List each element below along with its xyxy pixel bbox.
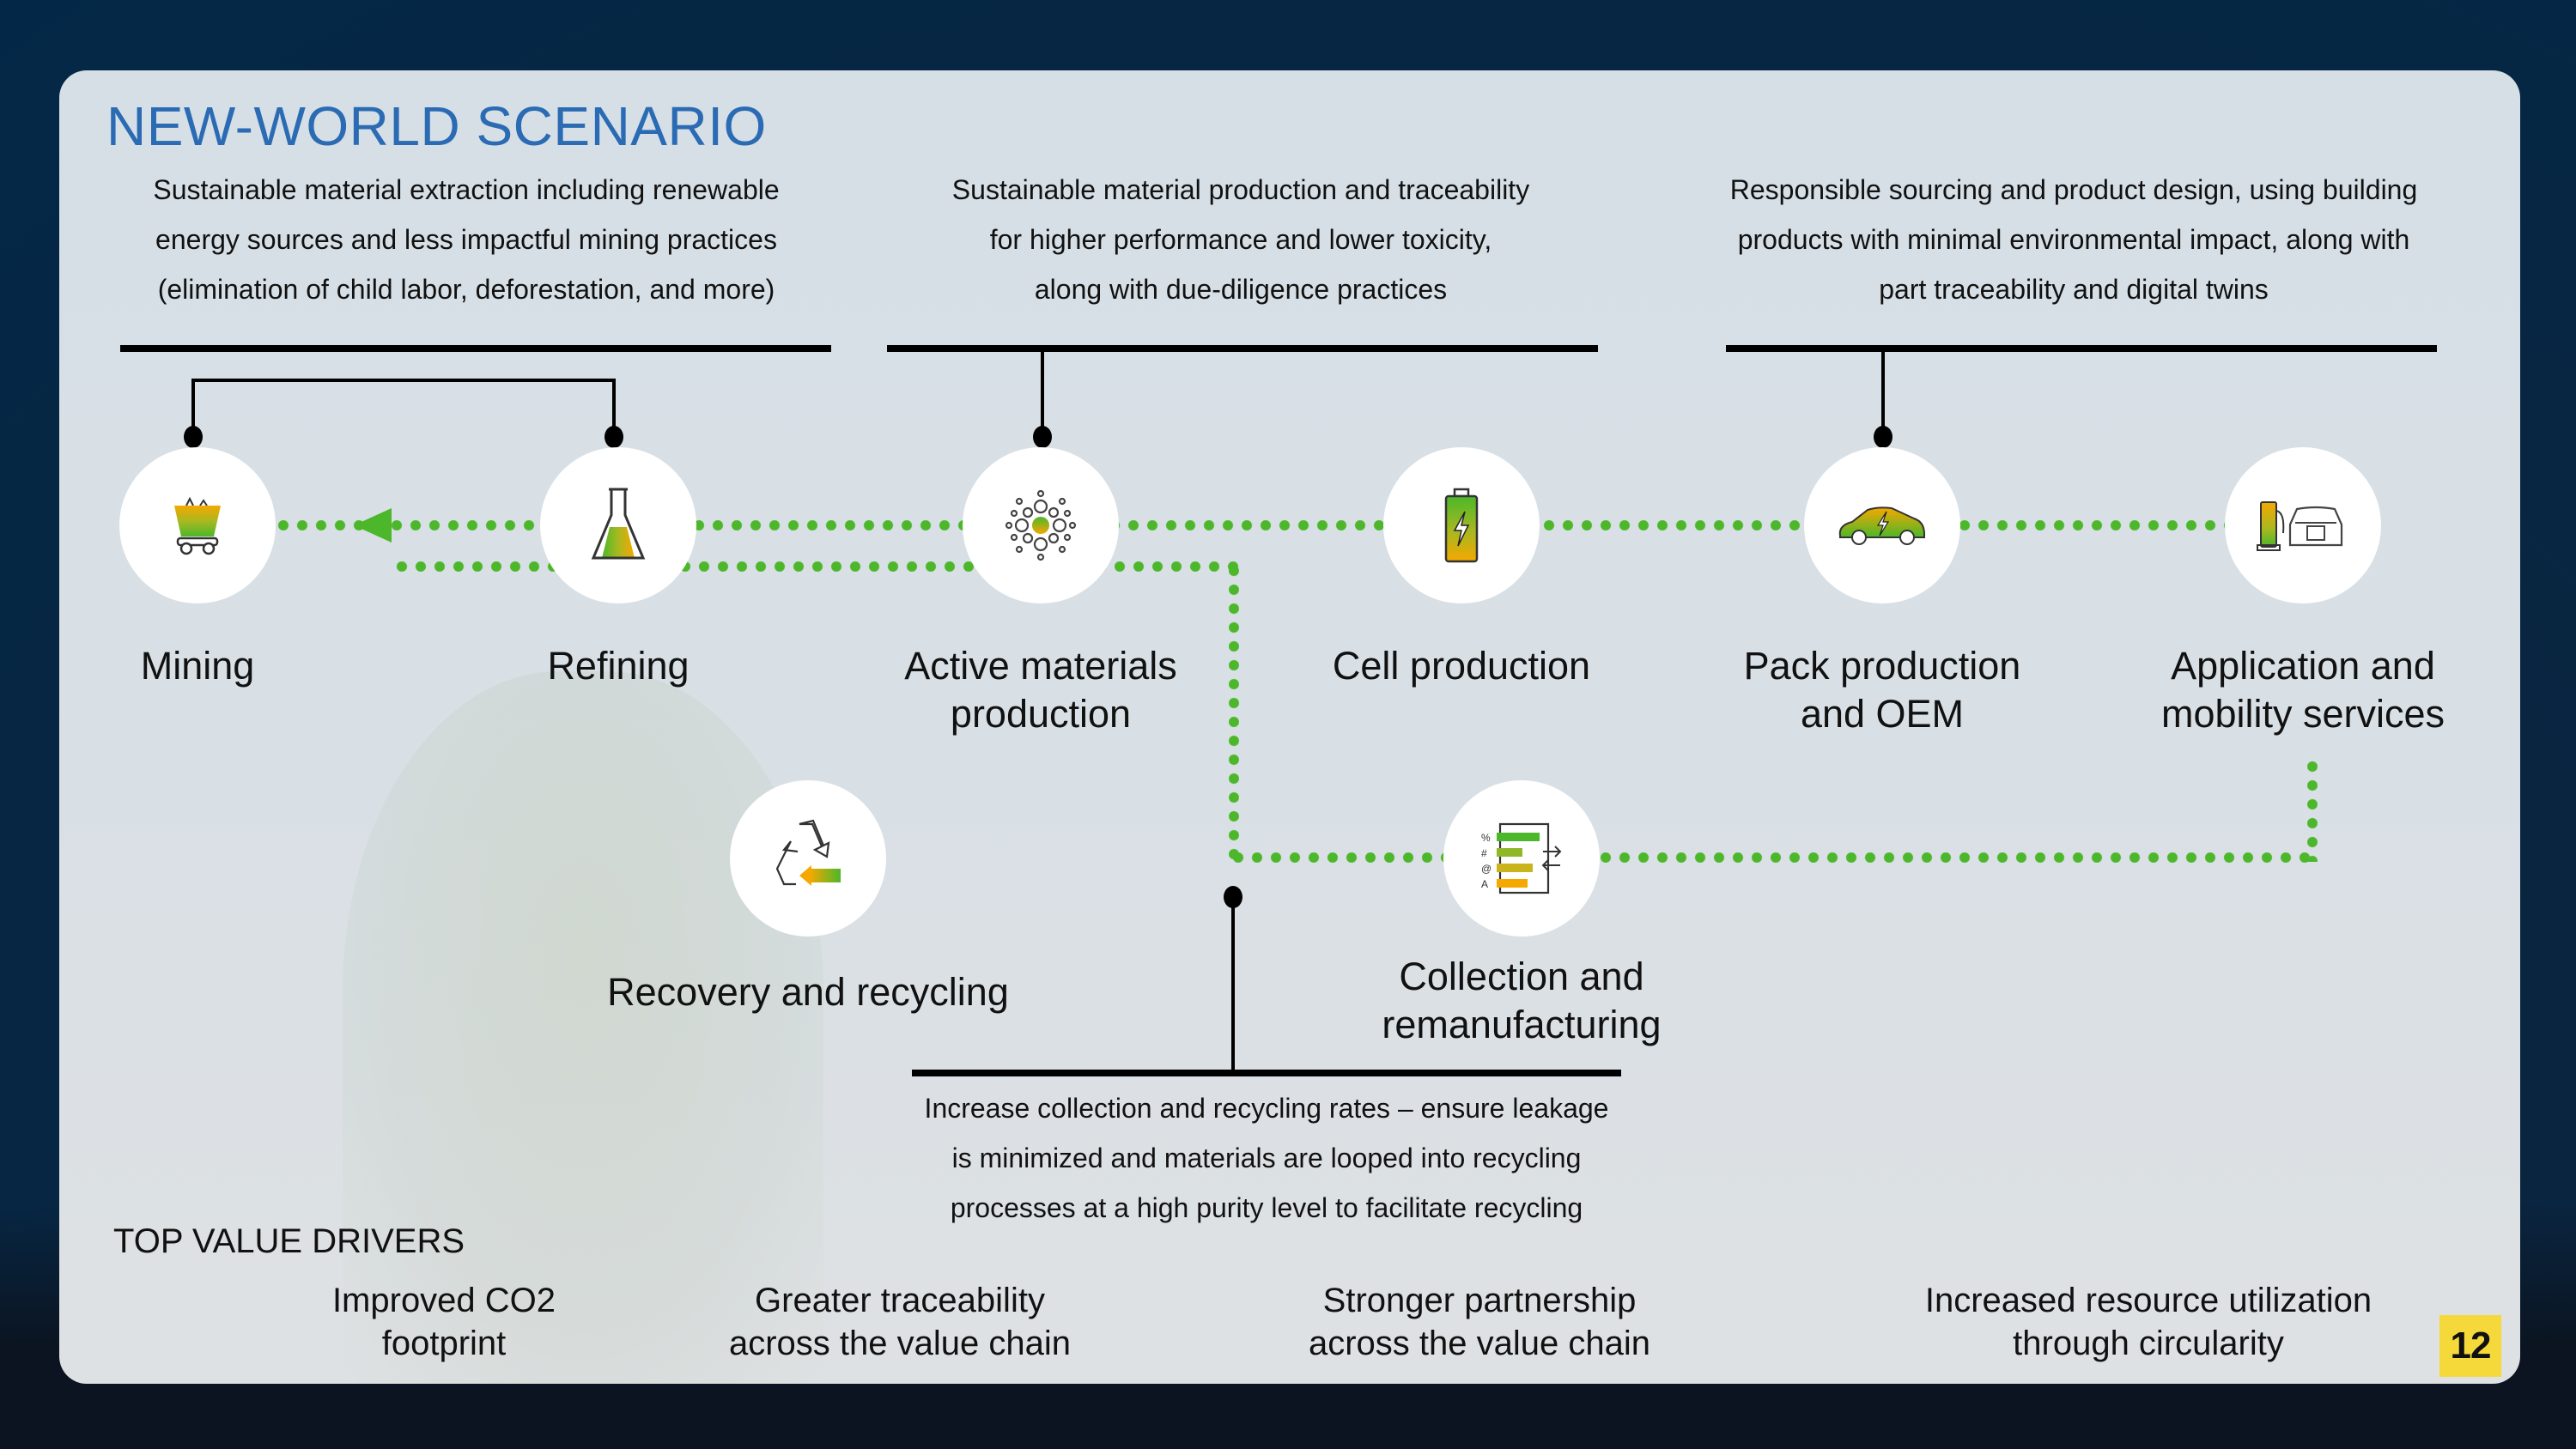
stage-label-mining: Mining bbox=[112, 642, 283, 690]
svg-text:A: A bbox=[1481, 878, 1488, 890]
svg-text:@: @ bbox=[1481, 863, 1492, 875]
desc-line: for higher performance and lower toxicit… bbox=[989, 224, 1492, 255]
stage-cell-production[interactable] bbox=[1383, 447, 1540, 603]
label-line: mobility services bbox=[2160, 692, 2445, 736]
svg-text:#: # bbox=[1481, 847, 1487, 859]
label-line: Collection and bbox=[1399, 955, 1644, 998]
top-value-drivers-title: TOP VALUE DRIVERS bbox=[113, 1222, 465, 1260]
sourcing-connector bbox=[1881, 350, 1885, 431]
stage-label-recovery: Recovery and recycling bbox=[593, 968, 1023, 1016]
driver-line: Greater traceability bbox=[755, 1282, 1045, 1319]
desc-line: products with minimal environmental impa… bbox=[1737, 224, 2410, 255]
page-title: NEW-WORLD SCENARIO bbox=[106, 95, 767, 157]
desc-line: (elimination of child labor, deforestati… bbox=[157, 274, 775, 305]
stage-label-refining: Refining bbox=[532, 642, 704, 690]
stage-mining[interactable] bbox=[119, 447, 276, 603]
collection-description: Increase collection and recycling rates … bbox=[880, 1083, 1653, 1233]
production-bracket-bar bbox=[887, 345, 1598, 352]
page-number-badge: 12 bbox=[2439, 1315, 2501, 1377]
desc-line: is minimized and materials are looped in… bbox=[951, 1143, 1582, 1173]
extraction-bracket-bar bbox=[120, 345, 831, 352]
desc-line: processes at a high purity level to faci… bbox=[950, 1192, 1583, 1223]
extraction-connector-h bbox=[191, 379, 616, 382]
label-line: Active materials bbox=[904, 644, 1177, 688]
label-line: Recovery and recycling bbox=[607, 970, 1009, 1014]
desc-line: Sustainable material extraction includin… bbox=[153, 174, 780, 205]
stage-active-materials[interactable] bbox=[963, 447, 1119, 603]
label-line: Refining bbox=[547, 644, 690, 688]
desc-line: energy sources and less impactful mining… bbox=[155, 224, 777, 255]
stage-pack-production[interactable] bbox=[1804, 447, 1960, 603]
label-line: Mining bbox=[140, 644, 255, 688]
stage-recovery[interactable] bbox=[730, 780, 886, 937]
slide-panel: NEW-WORLD SCENARIO Sustainable material … bbox=[59, 70, 2520, 1384]
return-flow-vertical bbox=[1229, 561, 1239, 862]
collection-connector bbox=[1231, 894, 1235, 1073]
production-description: Sustainable material production and trac… bbox=[854, 165, 1627, 314]
desc-line: Increase collection and recycling rates … bbox=[924, 1093, 1609, 1124]
mine-cart-icon bbox=[174, 496, 221, 555]
production-connector bbox=[1041, 350, 1044, 431]
driver-line: through circularity bbox=[2013, 1325, 2284, 1362]
application-down-line bbox=[2307, 757, 2318, 862]
driver-item: Stronger partnership across the value ch… bbox=[1273, 1279, 1686, 1365]
particles-icon bbox=[1005, 489, 1077, 561]
desc-line: part traceability and digital twins bbox=[1879, 274, 2269, 305]
label-line: Pack production bbox=[1743, 644, 2021, 688]
charging-station-car-icon bbox=[2257, 501, 2343, 551]
driver-line: Stronger partnership bbox=[1322, 1282, 1637, 1319]
background-worker-photo bbox=[343, 671, 823, 1384]
sourcing-description: Responsible sourcing and product design,… bbox=[1687, 165, 2460, 314]
extraction-description: Sustainable material extraction includin… bbox=[80, 165, 853, 314]
connector-dot bbox=[1874, 426, 1893, 448]
recycle-icon bbox=[775, 819, 841, 886]
stage-label-cell-production: Cell production bbox=[1290, 642, 1633, 690]
desc-line: along with due-diligence practices bbox=[1034, 274, 1448, 305]
driver-item: Increased resource utilization through c… bbox=[1891, 1279, 2406, 1365]
collection-bracket-bar bbox=[912, 1070, 1621, 1076]
desc-line: Responsible sourcing and product design,… bbox=[1729, 174, 2418, 205]
electric-car-icon bbox=[1838, 506, 1925, 545]
desc-line: Sustainable material production and trac… bbox=[951, 174, 1530, 205]
label-line: and OEM bbox=[1800, 692, 1965, 736]
extraction-connector-left bbox=[191, 379, 195, 430]
connector-dot bbox=[1033, 426, 1052, 448]
return-flow-line bbox=[392, 561, 1242, 572]
driver-item: Improved CO2 footprint bbox=[238, 1279, 650, 1365]
stage-application[interactable] bbox=[2225, 447, 2381, 603]
sourcing-bracket-bar bbox=[1726, 345, 2437, 352]
label-line: production bbox=[950, 692, 1132, 736]
label-line: Cell production bbox=[1332, 644, 1591, 688]
collection-to-return-line bbox=[1229, 852, 1486, 863]
stage-refining[interactable] bbox=[540, 447, 696, 603]
stage-label-application: Application and mobility services bbox=[2131, 642, 2475, 738]
label-line: Application and bbox=[2171, 644, 2435, 688]
forward-flow-line bbox=[274, 520, 2309, 530]
flask-icon bbox=[591, 488, 646, 560]
driver-line: Improved CO2 bbox=[331, 1282, 556, 1319]
stage-label-active-materials: Active materials production bbox=[869, 642, 1212, 738]
driver-line: across the value chain bbox=[728, 1325, 1071, 1362]
driver-item: Greater traceability across the value ch… bbox=[694, 1279, 1106, 1365]
connector-dot bbox=[605, 426, 623, 448]
battery-icon bbox=[1444, 488, 1479, 563]
stage-label-pack-production: Pack production and OEM bbox=[1710, 642, 2054, 738]
driver-line: footprint bbox=[381, 1325, 507, 1362]
stage-label-collection: Collection and remanufacturing bbox=[1350, 953, 1693, 1049]
application-to-collection-line bbox=[1596, 852, 2318, 863]
return-arrow-head-icon bbox=[354, 508, 392, 543]
sorting-list-icon: % # @ A bbox=[1481, 822, 1562, 894]
driver-line: across the value chain bbox=[1308, 1325, 1650, 1362]
connector-dot bbox=[184, 426, 203, 448]
stage-collection[interactable]: % # @ A bbox=[1443, 780, 1600, 937]
label-line: remanufacturing bbox=[1382, 1003, 1662, 1046]
extraction-connector-right bbox=[612, 379, 616, 430]
driver-line: Increased resource utilization bbox=[1924, 1282, 2372, 1319]
svg-text:%: % bbox=[1481, 832, 1491, 844]
